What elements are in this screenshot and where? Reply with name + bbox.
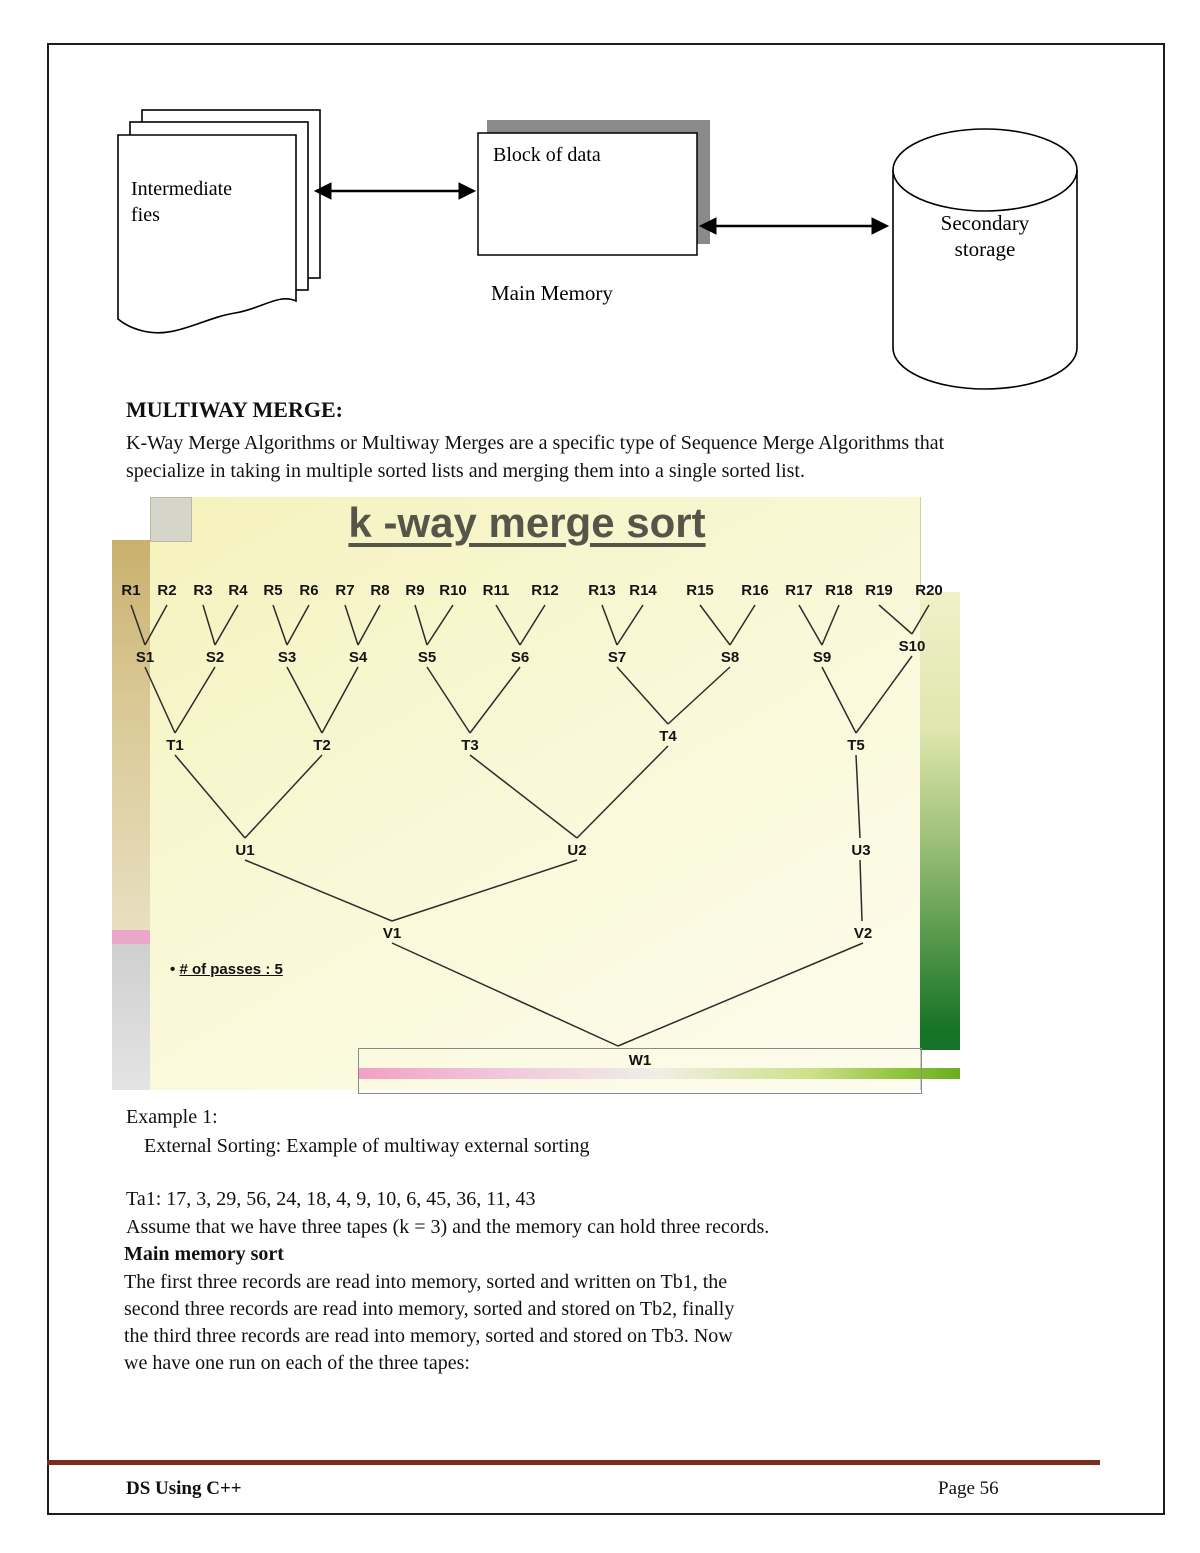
node-r14: R14: [629, 582, 657, 599]
node-r5: R5: [263, 582, 283, 599]
node-r17: R17: [785, 582, 813, 599]
node-r7: R7: [335, 582, 355, 599]
node-s9: S9: [812, 649, 832, 666]
node-u3: U3: [851, 842, 871, 859]
node-t3: T3: [461, 737, 479, 754]
section-paragraph: K-Way Merge Algorithms or Multiway Merge…: [126, 432, 945, 482]
node-r11: R11: [482, 582, 510, 599]
node-r16: R16: [741, 582, 769, 599]
footer-page-number: Page 56: [938, 1478, 999, 1499]
footer-rule: [47, 1460, 1100, 1465]
kway-merge-slide: k -way merge sort R1 R2: [112, 497, 960, 1094]
example-title: Example 1:: [126, 1106, 218, 1128]
node-t4: T4: [659, 728, 677, 745]
slide-right-green-strip: [920, 592, 960, 1050]
passes-note: • # of passes : 5: [170, 961, 283, 978]
node-r8: R8: [370, 582, 390, 599]
files-memory-arrow: [313, 182, 477, 200]
main-memory-sort-subheading: Main memory sort: [124, 1243, 284, 1265]
intermediate-files-stack: [117, 109, 321, 334]
node-s8: S8: [720, 649, 740, 666]
node-u1: U1: [235, 842, 255, 859]
node-r3: R3: [193, 582, 213, 599]
section-heading: MULTIWAY MERGE:: [126, 397, 343, 422]
slide-corner-square: [150, 497, 192, 542]
slide-bottom-gradient-bar: [358, 1068, 960, 1079]
node-s3: S3: [277, 649, 297, 666]
node-s7: S7: [607, 649, 627, 666]
node-r4: R4: [228, 582, 248, 599]
slide-left-gray-strip: [112, 944, 150, 1090]
node-s6: S6: [510, 649, 530, 666]
node-r13: R13: [588, 582, 616, 599]
slide-title: k -way merge sort: [348, 499, 706, 546]
node-w1: W1: [628, 1052, 652, 1069]
node-r1: R1: [121, 582, 141, 599]
page-border: [47, 43, 1165, 1515]
passes-bullet: •: [170, 961, 176, 978]
node-r6: R6: [299, 582, 319, 599]
example-subtitle: External Sorting: Example of multiway ex…: [144, 1135, 590, 1157]
block-of-data-box: [477, 120, 710, 256]
node-u2: U2: [567, 842, 587, 859]
node-v1: V1: [382, 925, 402, 942]
node-r9: R9: [405, 582, 425, 599]
node-r12: R12: [531, 582, 559, 599]
passes-text: # of passes : 5: [179, 961, 283, 978]
node-r2: R2: [157, 582, 177, 599]
intermediate-files-label: Intermediate fies: [131, 178, 233, 226]
node-s5: S5: [417, 649, 437, 666]
slide-left-pink-chip: [112, 930, 150, 944]
node-s1: S1: [135, 649, 155, 666]
block-of-data-label: Block of data: [493, 144, 601, 166]
main-memory-sort-paragraph: The first three records are read into me…: [124, 1271, 735, 1374]
assumption-line: Assume that we have three tapes (k = 3) …: [126, 1216, 770, 1238]
main-memory-label: Main Memory: [491, 281, 613, 305]
node-s4: S4: [348, 649, 368, 666]
node-r18: R18: [825, 582, 853, 599]
node-s10: S10: [898, 638, 926, 655]
node-s2: S2: [205, 649, 225, 666]
node-r10: R10: [439, 582, 467, 599]
footer-book-title: DS Using C++: [126, 1478, 242, 1499]
node-r19: R19: [865, 582, 893, 599]
memory-storage-arrow: [698, 217, 890, 235]
secondary-storage-cylinder: [892, 128, 1078, 390]
tape-contents-line: Ta1: 17, 3, 29, 56, 24, 18, 4, 9, 10, 6,…: [126, 1188, 536, 1210]
node-r20: R20: [915, 582, 943, 599]
node-t2: T2: [313, 737, 331, 754]
memory-diagram: [117, 109, 1078, 390]
node-t1: T1: [166, 737, 184, 754]
node-w1-box: W1: [358, 1048, 922, 1094]
node-r15: R15: [686, 582, 714, 599]
secondary-storage-label: Secondary storage: [940, 211, 1030, 261]
node-v2: V2: [853, 925, 873, 942]
node-t5: T5: [847, 737, 865, 754]
